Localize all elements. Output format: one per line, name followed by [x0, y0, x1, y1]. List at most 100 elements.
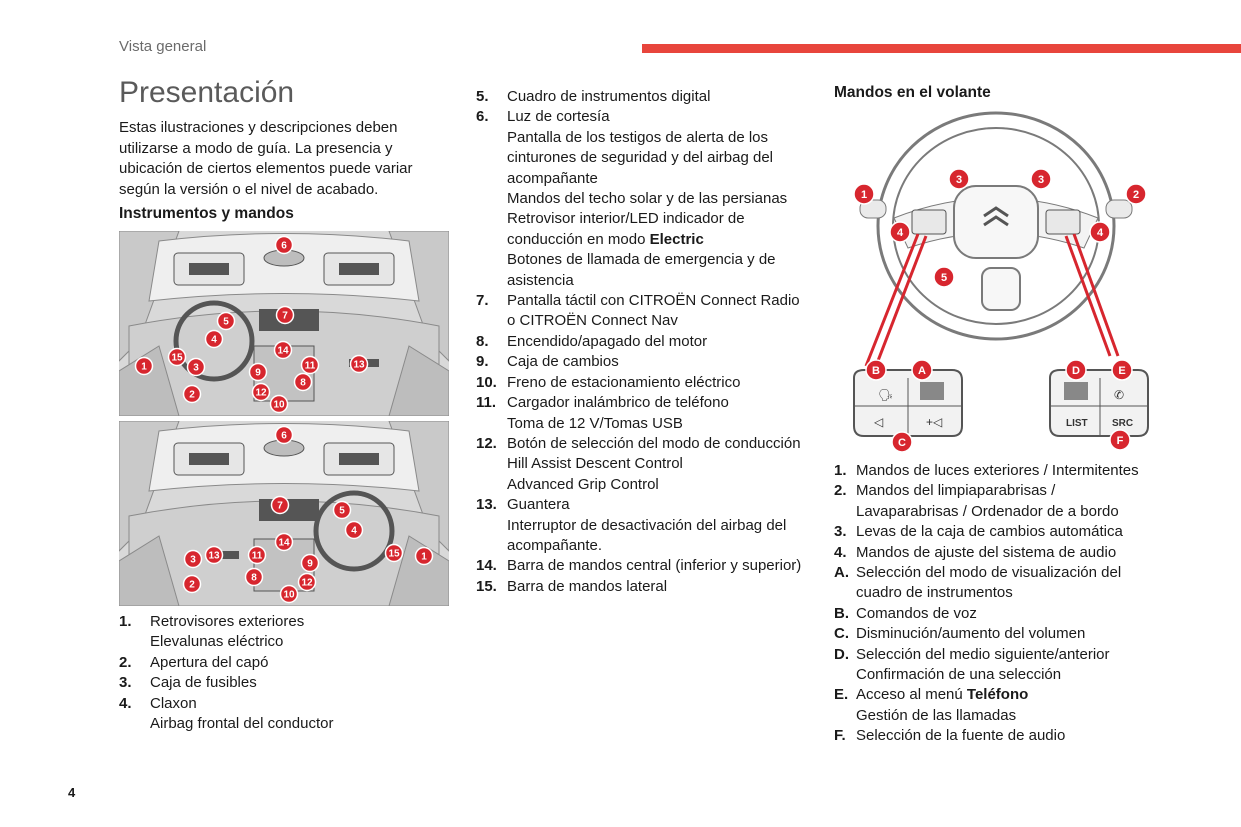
marker-B: B — [865, 359, 887, 381]
marker-11: 11 — [300, 355, 320, 375]
voice-icon: 🗣 — [878, 388, 893, 402]
marker-3: 3 — [183, 549, 203, 569]
intro-paragraph: Estas ilustraciones y descripciones debe… — [119, 119, 413, 198]
marker-A: A — [911, 359, 933, 381]
marker-12: 12 — [251, 382, 271, 402]
list-button-label: LIST — [1066, 418, 1088, 429]
marker-3: 3 — [948, 168, 970, 190]
list-item: 14.Barra de mandos central (inferior y s… — [476, 557, 802, 575]
marker-15: 15 — [384, 543, 404, 563]
volume-down-icon: ◁ — [874, 415, 884, 429]
dashboard-illustration-lhd: 6 7 5 4 14 15 11 13 1 3 9 8 12 2 10 — [119, 231, 449, 416]
list-item: D.Selección del medio siguiente/anterior… — [834, 645, 1110, 684]
marker-8: 8 — [293, 372, 313, 392]
svg-text:3: 3 — [956, 174, 962, 186]
list-item: A.Selección del modo de visualización de… — [834, 564, 1122, 602]
svg-text:1: 1 — [861, 189, 867, 201]
marker-2: 2 — [182, 384, 202, 404]
svg-text:5: 5 — [941, 272, 947, 284]
list-item: 6. Luz de cortesía Pantalla de los testi… — [476, 108, 788, 289]
marker-5: 5 — [216, 311, 236, 331]
svg-text:9: 9 — [307, 559, 313, 570]
svg-text:3: 3 — [1038, 174, 1044, 186]
svg-text:C: C — [898, 437, 906, 449]
svg-text:5: 5 — [339, 506, 345, 517]
marker-12: 12 — [297, 572, 317, 592]
svg-text:6: 6 — [281, 431, 287, 442]
marker-6: 6 — [274, 425, 294, 445]
list-item: 9.Caja de cambios — [476, 353, 619, 371]
marker-4: 4 — [344, 520, 364, 540]
marker-4: 4 — [204, 329, 224, 349]
svg-text:3: 3 — [193, 363, 199, 374]
marker-6: 6 — [274, 235, 294, 255]
marker-2: 2 — [1125, 183, 1147, 205]
svg-text:2: 2 — [1133, 189, 1139, 201]
svg-text:12: 12 — [301, 578, 313, 589]
svg-text:2: 2 — [189, 390, 195, 401]
list-item: 3.Levas de la caja de cambios automática — [834, 523, 1123, 541]
dashboard-illustration-rhd: 6 7 5 4 14 3 13 11 9 15 1 8 12 2 10 — [119, 421, 449, 606]
svg-text:7: 7 — [277, 501, 283, 512]
page-number: 4 — [68, 785, 76, 800]
section-label: Vista general — [119, 38, 207, 55]
marker-5: 5 — [332, 500, 352, 520]
marker-7: 7 — [270, 495, 290, 515]
svg-text:B: B — [872, 365, 880, 377]
list-item: 12.Botón de selección del modo de conduc… — [476, 434, 801, 493]
marker-11: 11 — [247, 545, 267, 565]
marker-9: 9 — [248, 362, 268, 382]
marker-1: 1 — [853, 183, 875, 205]
svg-text:12: 12 — [255, 388, 267, 399]
svg-text:D: D — [1072, 365, 1080, 377]
steering-wheel-illustration: 🗣 ◁ +◁ ✆ LIST SRC 1 2 3 3 4 4 5 A B C D … — [834, 108, 1154, 458]
svg-text:F: F — [1117, 435, 1124, 447]
svg-text:14: 14 — [278, 538, 290, 549]
list-item: 3.Caja de fusibles — [119, 674, 257, 692]
marker-13: 13 — [204, 545, 224, 565]
marker-8: 8 — [244, 567, 264, 587]
marker-3: 3 — [186, 357, 206, 377]
marker-9: 9 — [300, 553, 320, 573]
marker-15: 15 — [167, 347, 187, 367]
svg-text:5: 5 — [223, 317, 229, 328]
svg-text:4: 4 — [897, 227, 904, 239]
svg-text:8: 8 — [251, 573, 257, 584]
src-button-label: SRC — [1112, 418, 1133, 429]
svg-text:9: 9 — [255, 368, 261, 379]
marker-1: 1 — [414, 546, 434, 566]
volante-heading: Mandos en el volante — [834, 84, 991, 101]
instrumentos-heading: Instrumentos y mandos — [119, 205, 294, 222]
svg-text:8: 8 — [300, 378, 306, 389]
marker-4: 4 — [889, 221, 911, 243]
list-item: 2.Apertura del capó — [119, 653, 269, 671]
list-item: F.Selección de la fuente de audio — [834, 727, 1066, 745]
marker-13: 13 — [349, 354, 369, 374]
svg-text:10: 10 — [273, 400, 285, 411]
marker-C: C — [891, 431, 913, 453]
marker-E: E — [1111, 359, 1133, 381]
svg-text:A: A — [918, 365, 926, 377]
marker-1: 1 — [134, 356, 154, 376]
list-item: 7.Pantalla táctil con CITROËN Connect Ra… — [476, 292, 800, 330]
list-item: 15.Barra de mandos lateral — [476, 577, 668, 595]
instrumentos-list-middle: 5.Cuadro de instrumentos digital 6. Luz … — [476, 87, 816, 597]
list-item: 5.Cuadro de instrumentos digital — [476, 88, 711, 105]
list-item: 4.Mandos de ajuste del sistema de audio — [834, 543, 1117, 561]
marker-D: D — [1065, 359, 1087, 381]
marker-7: 7 — [275, 305, 295, 325]
svg-text:7: 7 — [282, 311, 288, 322]
list-item: 8.Encendido/apagado del motor — [476, 332, 708, 350]
marker-14: 14 — [274, 532, 294, 552]
list-item: B.Comandos de voz — [834, 604, 977, 622]
svg-text:1: 1 — [421, 552, 427, 563]
svg-text:E: E — [1118, 365, 1125, 377]
svg-text:11: 11 — [252, 551, 263, 562]
list-item: 1.Mandos de luces exteriores / Intermite… — [834, 462, 1139, 479]
marker-5: 5 — [933, 266, 955, 288]
svg-text:14: 14 — [277, 346, 289, 357]
